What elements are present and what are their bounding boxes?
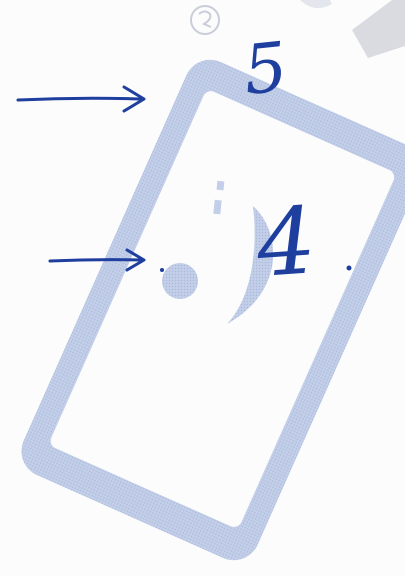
- middle-number-label: 4: [254, 195, 319, 291]
- tablet-outline-icon: [13, 51, 405, 568]
- arrow-right-icon: [18, 87, 144, 111]
- top-number-label: 5: [241, 34, 291, 106]
- ink-dot: [160, 268, 164, 272]
- ink-dot: [347, 266, 352, 271]
- corner-shape-icon: [300, 0, 405, 58]
- arrow-right-icon: [50, 250, 144, 270]
- circled-2-stamp-icon: [191, 6, 219, 34]
- camera-dot-icon: [162, 263, 198, 299]
